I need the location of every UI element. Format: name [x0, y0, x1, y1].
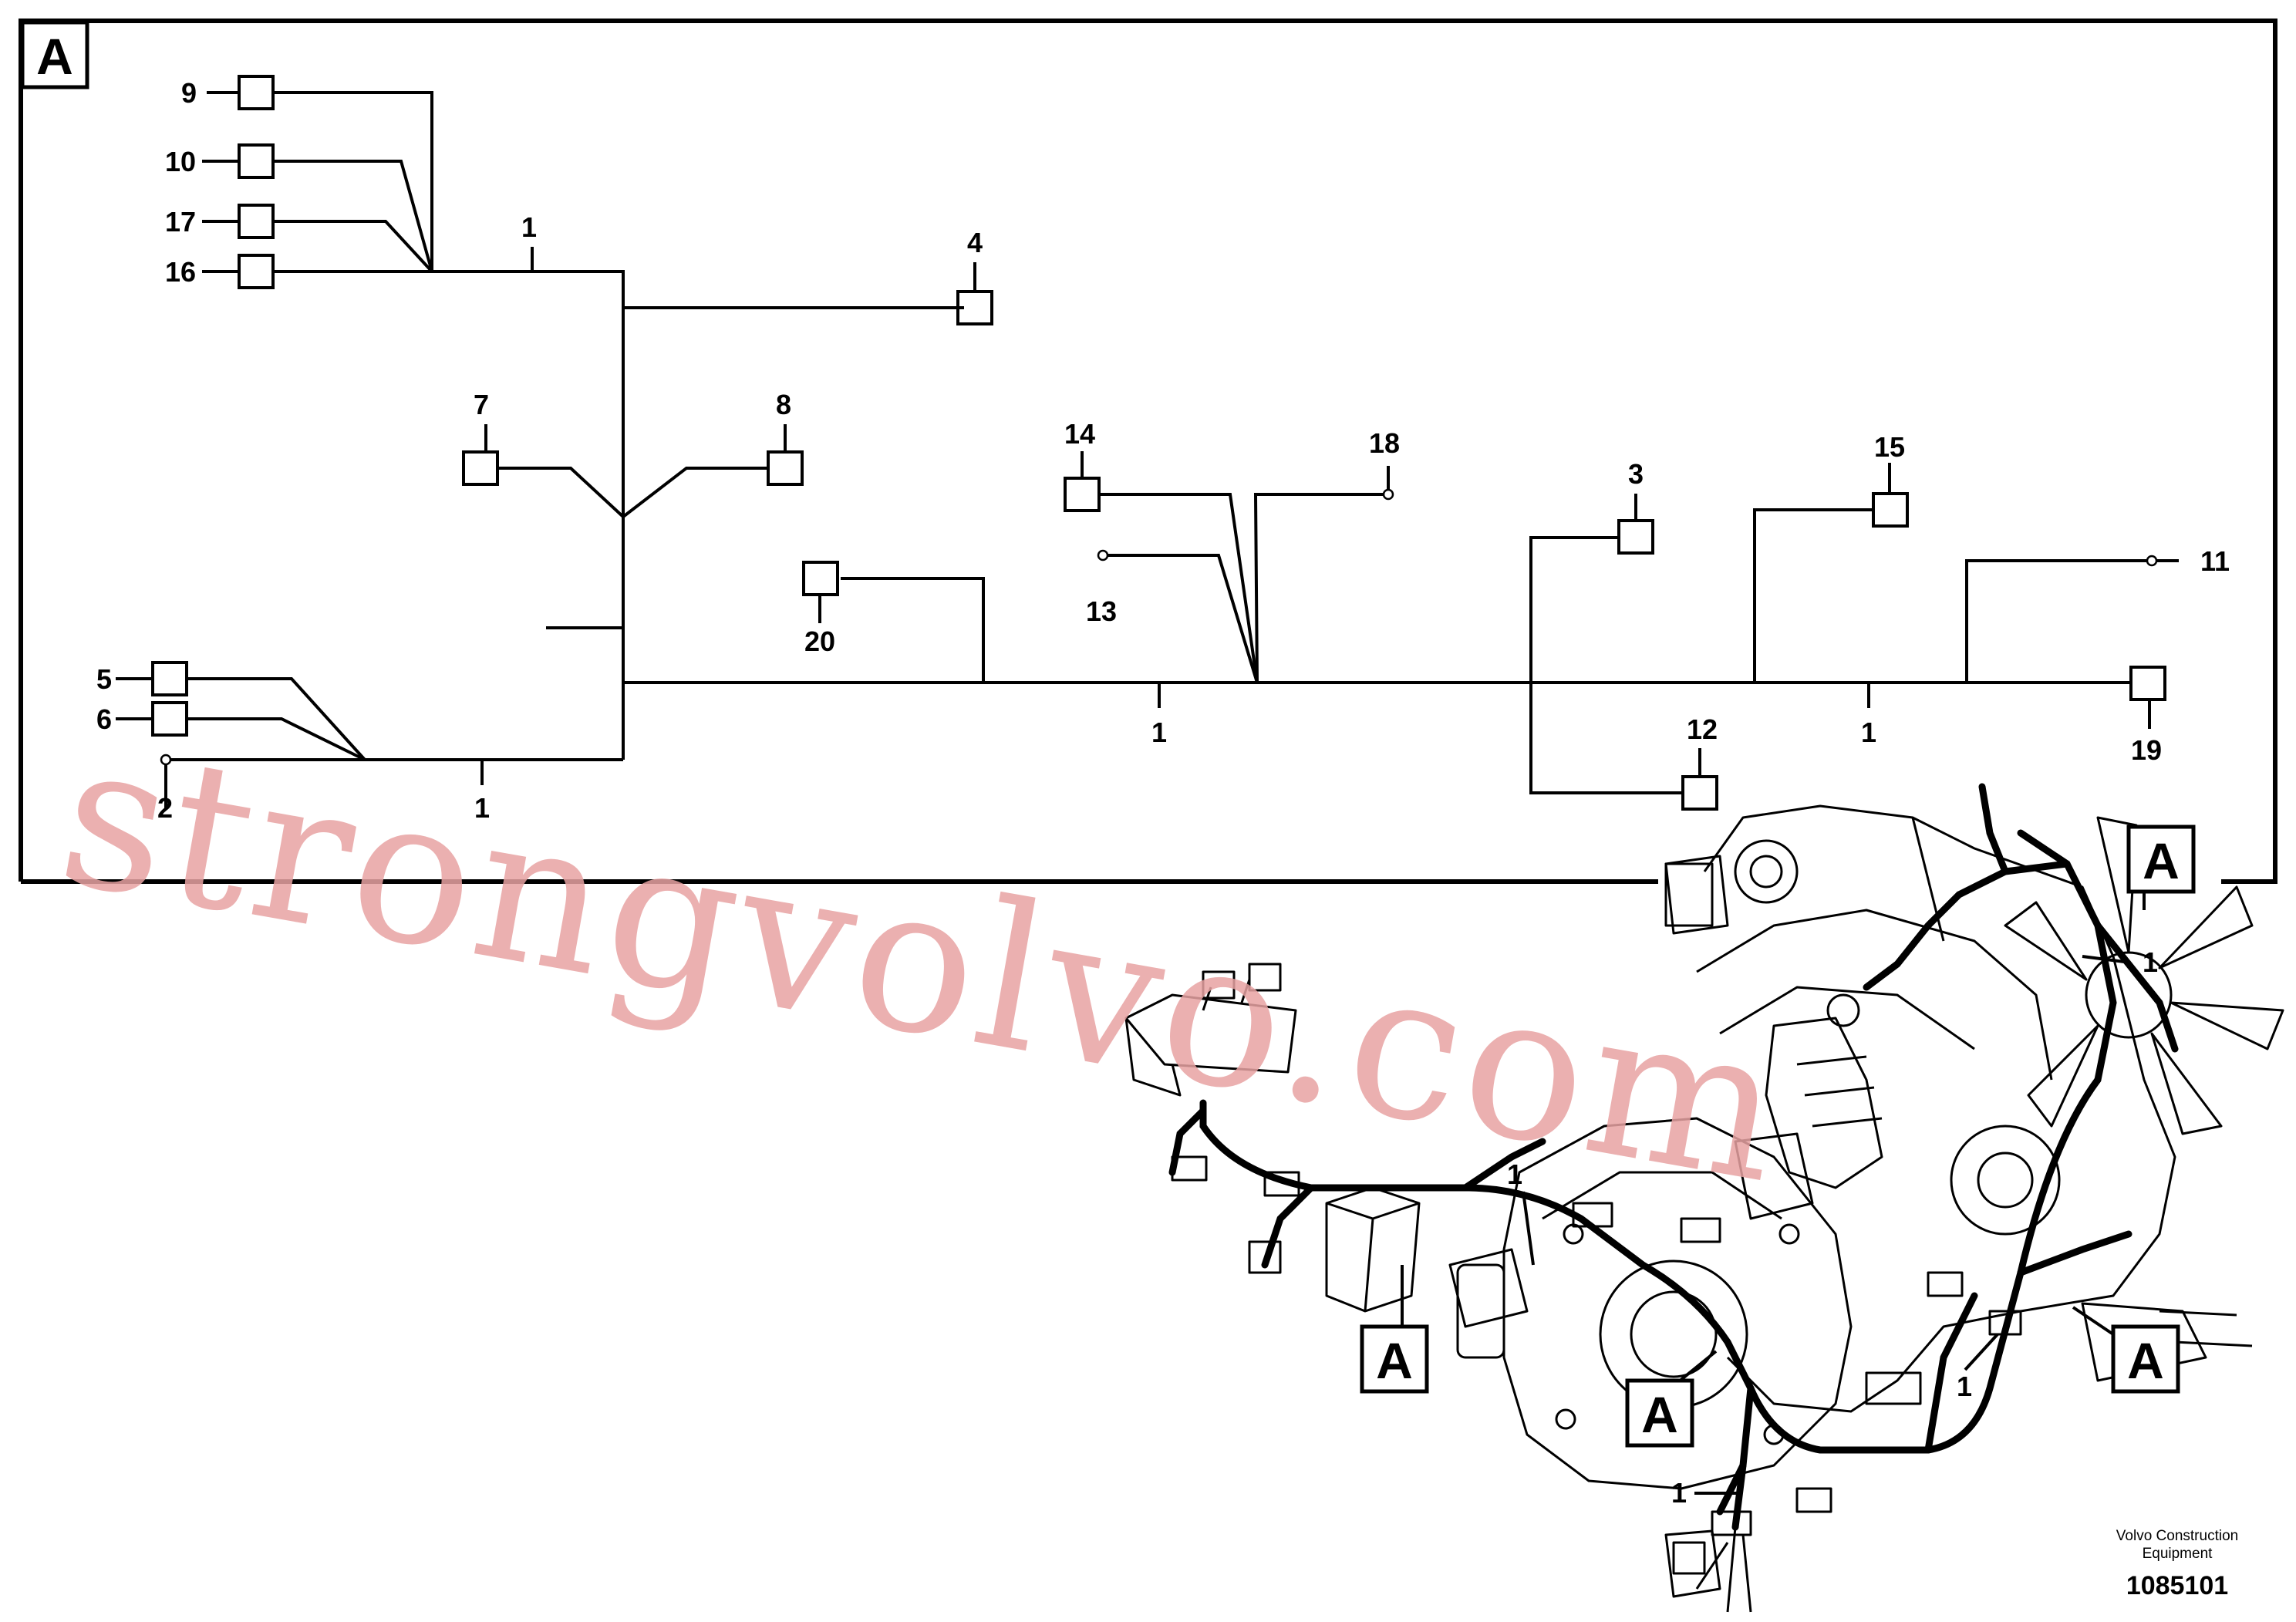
terminal-18 — [1382, 488, 1394, 501]
illustration-label-1-d: 1 — [2143, 946, 2158, 978]
connector-14 — [1064, 477, 1101, 512]
label-7: 7 — [474, 389, 489, 420]
label-3: 3 — [1628, 458, 1644, 490]
callout-box-a2 — [1625, 1378, 1694, 1448]
callout-a3: A — [2127, 1332, 2164, 1389]
drawing-number: 1085101 — [2126, 1571, 2228, 1600]
label-5: 5 — [96, 663, 112, 695]
label-2: 2 — [157, 792, 173, 824]
footer: Volvo Construction Equipment 1085101 — [2116, 1528, 2238, 1600]
label-14: 14 — [1064, 418, 1095, 450]
label-17: 17 — [165, 206, 196, 238]
cooling-fan — [2004, 816, 2284, 1135]
company-line-1: Volvo Construction — [2116, 1528, 2238, 1544]
label-8: 8 — [776, 389, 791, 420]
company-line-2: Equipment — [2143, 1546, 2213, 1562]
connector-20 — [802, 561, 839, 596]
terminal-11 — [2146, 555, 2158, 567]
schematic-frame: A — [19, 19, 2277, 884]
label-19: 19 — [2131, 734, 2162, 766]
wiring-harness — [1168, 783, 2179, 1613]
label-11: 11 — [2200, 545, 2230, 577]
label-16: 16 — [165, 256, 196, 288]
connector-6 — [151, 701, 188, 737]
label-10: 10 — [165, 146, 196, 177]
illustration-label-1-c: 1 — [1957, 1371, 1972, 1402]
label-4: 4 — [967, 227, 983, 258]
frame-label-box — [20, 20, 89, 89]
label-18: 18 — [1369, 427, 1400, 459]
connector-17 — [238, 204, 275, 239]
connector-8 — [767, 450, 804, 486]
connector-9 — [238, 75, 275, 110]
label-1-right: 1 — [1861, 717, 1876, 748]
connector-3 — [1617, 519, 1654, 555]
connector-7 — [462, 450, 499, 486]
wire-harness-lines — [116, 91, 2179, 810]
callout-box-a1 — [1360, 1324, 1429, 1394]
connector-10 — [238, 143, 275, 179]
illustration-label-1-b: 1 — [1671, 1477, 1687, 1509]
connector-19 — [2129, 666, 2166, 701]
callout-box-a4 — [2126, 824, 2196, 894]
label-12: 12 — [1687, 713, 1718, 745]
callout-a2: A — [1641, 1386, 1678, 1443]
connector-boxes — [151, 75, 2166, 811]
frame-label: A — [36, 28, 73, 85]
watermark: strongvolvo.com — [46, 697, 1802, 1229]
terminal-2 — [160, 754, 172, 766]
connector-15 — [1872, 492, 1909, 528]
connector-5 — [151, 661, 188, 696]
label-13: 13 — [1086, 595, 1117, 627]
schematic-labels: 9 10 17 16 1 4 7 8 5 6 2 1 20 14 13 18 1… — [96, 77, 2230, 824]
label-15: 15 — [1874, 431, 1905, 463]
connector-12 — [1681, 775, 1718, 811]
illustration-callouts: A A A A 1 1 1 1 — [1360, 824, 2196, 1509]
label-1-top: 1 — [521, 211, 537, 243]
terminal-13 — [1097, 549, 1109, 561]
callout-a4: A — [2143, 832, 2180, 889]
callout-box-a3 — [2111, 1324, 2180, 1394]
label-1-bottom-left: 1 — [474, 792, 490, 824]
illustration-label-1-a: 1 — [1507, 1158, 1522, 1190]
label-20: 20 — [804, 626, 835, 657]
label-9: 9 — [181, 77, 197, 109]
connector-16 — [238, 254, 275, 289]
label-6: 6 — [96, 703, 112, 735]
callout-a1: A — [1376, 1332, 1413, 1389]
label-1-center: 1 — [1151, 717, 1167, 748]
connector-4 — [956, 290, 993, 325]
